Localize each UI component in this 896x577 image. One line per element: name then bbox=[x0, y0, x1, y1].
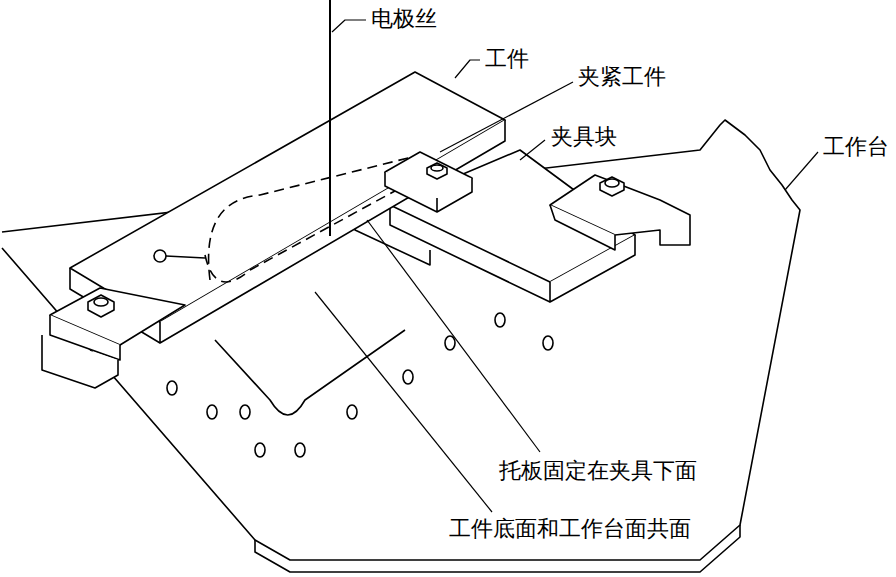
clamp-right bbox=[550, 175, 690, 250]
callout-label: 夹紧工件 bbox=[577, 64, 667, 90]
leader-lines bbox=[315, 20, 818, 512]
callout-label: 工作台 bbox=[822, 134, 890, 160]
callout-label: 托板固定在夹具下面 bbox=[498, 458, 698, 484]
lead-in bbox=[166, 256, 205, 258]
fixture-block-front bbox=[390, 205, 550, 302]
callout-label: 电极丝 bbox=[370, 6, 438, 32]
table-slot bbox=[215, 330, 405, 415]
start-hole bbox=[154, 250, 166, 262]
work-table bbox=[2, 120, 800, 560]
cut-path-lower bbox=[205, 180, 415, 282]
table-holes bbox=[167, 313, 553, 457]
clamp-left bbox=[42, 288, 185, 388]
electrode-wire bbox=[329, 0, 331, 236]
fixture-block-side bbox=[550, 235, 635, 302]
workpiece bbox=[70, 72, 505, 322]
callout-label: 工件 bbox=[484, 46, 530, 72]
workpiece-front bbox=[160, 120, 505, 343]
callout-label: 工件底面和工作台面共面 bbox=[448, 516, 692, 542]
callout-label: 夹具块 bbox=[550, 124, 618, 150]
clamp-middle bbox=[385, 152, 472, 212]
